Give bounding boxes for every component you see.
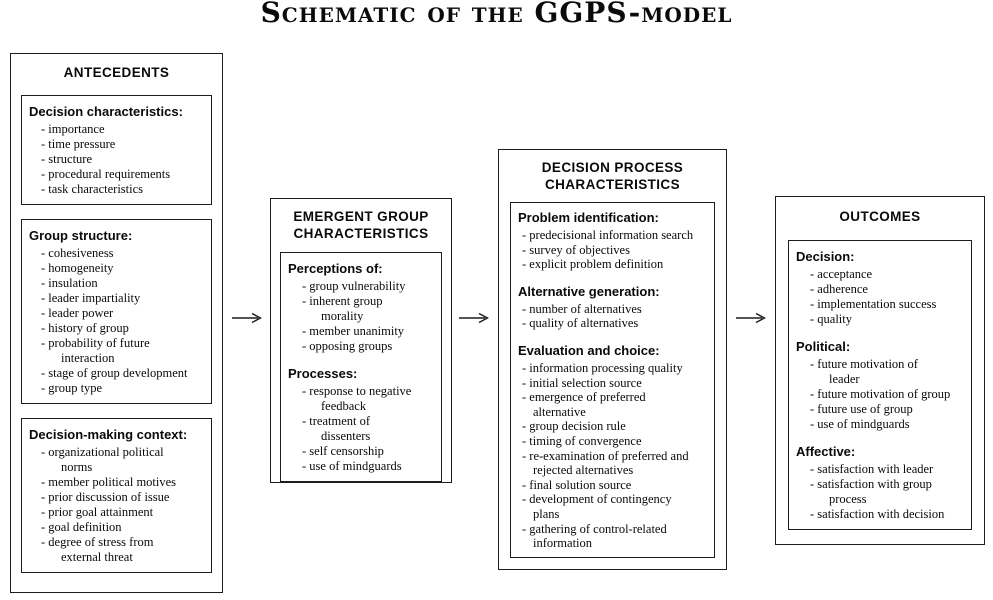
list-item: - quality of alternatives <box>522 316 639 331</box>
list-item: - re-examination of preferred and reject… <box>522 448 689 478</box>
list-item: - task characteristics <box>41 182 144 196</box>
list-item: - stage of group development <box>41 366 188 380</box>
items-list: - satisfaction with leader- satisfaction… <box>794 462 966 522</box>
list-item: - goal definition <box>41 520 122 534</box>
list-item: - importance <box>41 122 105 136</box>
list-item: - gathering of control-related informati… <box>522 521 667 551</box>
list-item: - acceptance <box>810 267 873 281</box>
list-item: - treatment of dissenters <box>302 414 371 443</box>
items-list: - group vulnerability- inherent group mo… <box>286 279 436 354</box>
list-item: - future use of group <box>810 402 913 416</box>
list-item: - adherence <box>810 282 868 296</box>
items-list: - predecisional information search- surv… <box>516 228 709 272</box>
box-title: EMERGENT GROUP CHARACTERISTICS <box>280 208 442 242</box>
items-list: - response to negative feedback- treatme… <box>286 384 436 474</box>
list-item: - survey of objectives <box>522 242 630 257</box>
list-item: - prior discussion of issue <box>41 490 170 504</box>
list-item: - quality <box>810 312 853 326</box>
box-title-line: OUTCOMES <box>839 209 921 224</box>
list-item: - prior goal attainment <box>41 505 154 519</box>
section-heading: Processes: <box>288 366 358 381</box>
diagram-title: Schematic of the GGPS-model <box>260 0 733 29</box>
section-heading: Decision-making context: <box>29 427 188 442</box>
right-arrow-icon <box>459 312 489 324</box>
section-heading: Political: <box>796 339 851 354</box>
list-item: - member political motives <box>41 475 177 489</box>
box-decision-process-characteristics: DECISION PROCESS CHARACTERISTICS Problem … <box>498 149 727 570</box>
section-heading: Evaluation and choice: <box>518 342 660 358</box>
box-title: ANTECEDENTS <box>21 64 212 81</box>
list-item: - future motivation of leader <box>810 357 918 386</box>
list-item: - emergence of preferred alternative <box>522 390 646 419</box>
panel: Perceptions of: - group vulnerability- in… <box>280 252 442 482</box>
section-heading: Affective: <box>796 444 856 459</box>
items-list: - information processing quality- initia… <box>516 361 709 551</box>
box-title-line: DECISION PROCESS <box>541 160 684 175</box>
list-item: - inherent group morality <box>302 294 383 323</box>
list-item: - history of group <box>41 321 129 335</box>
list-item: - number of alternatives <box>522 301 642 316</box>
list-item: - group type <box>41 381 103 395</box>
list-item: - procedural requirements <box>41 167 171 181</box>
list-item: - leader power <box>41 306 114 320</box>
section-heading: Alternative generation: <box>518 283 660 299</box>
panel: Decision: - acceptance- adherence- implem… <box>788 240 972 530</box>
list-item: - structure <box>41 152 93 166</box>
list-item: - implementation success <box>810 297 937 311</box>
list-item: - homogeneity <box>41 261 114 275</box>
section-heading: Group structure: <box>29 228 133 243</box>
list-item: - future motivation of group <box>810 387 951 401</box>
list-item: - group vulnerability <box>302 279 406 293</box>
panel: Decision-making context: - organizational… <box>21 418 212 573</box>
list-item: - degree of stress from external threat <box>41 535 154 564</box>
list-item: - information processing quality <box>522 360 683 375</box>
items-list: - acceptance- adherence- implementation … <box>794 267 966 327</box>
list-item: - satisfaction with decision <box>810 507 945 521</box>
right-arrow-icon <box>232 312 262 324</box>
section-heading: Perceptions of: <box>288 261 383 276</box>
box-outcomes: OUTCOMES Decision: - acceptance- adherenc… <box>775 196 985 545</box>
panel: Decision characteristics:- importance- t… <box>21 95 212 205</box>
list-item: - member unanimity <box>302 324 405 338</box>
section-heading: Decision: <box>796 249 855 264</box>
list-item: - self censorship <box>302 444 384 458</box>
box-title-line: CHARACTERISTICS <box>293 226 429 241</box>
section-heading: Problem identification: <box>518 210 659 225</box>
list-item: - organizational political norms <box>41 445 164 474</box>
list-item: - probability of future interaction <box>41 336 150 365</box>
right-arrow-icon <box>736 312 766 324</box>
section-heading: Decision characteristics: <box>29 104 183 119</box>
items-list: - future motivation of leader- future mo… <box>794 357 966 432</box>
list-item: - insulation <box>41 276 98 290</box>
panel: Group structure: - cohesiveness- homogene… <box>21 219 212 404</box>
list-item: - final solution source <box>522 477 632 492</box>
list-item: - satisfaction with leader <box>810 462 934 476</box>
items-list: - organizational political norms- member… <box>27 445 206 565</box>
items-list: - importance- time pressure- structure- … <box>27 122 206 197</box>
list-item: - group decision rule <box>522 419 626 434</box>
list-item: - time pressure <box>41 137 116 151</box>
items-list: - cohesiveness- homogeneity- insulation-… <box>27 246 206 396</box>
list-item: - development of contingency plans <box>522 492 672 521</box>
panel: Problem identification: - predecisional i… <box>510 202 715 558</box>
list-item: - response to negative feedback <box>302 384 412 413</box>
box-emergent-group-characteristics: EMERGENT GROUP CHARACTERISTICS Perception… <box>270 198 452 483</box>
list-item: - satisfaction with group process <box>810 477 932 506</box>
box-title-line: EMERGENT GROUP <box>293 209 429 224</box>
box-antecedents: ANTECEDENTS Decision characteristics: - i… <box>10 53 223 593</box>
list-item: - initial selection source <box>522 375 642 390</box>
box-title-line: ANTECEDENTS <box>63 65 170 80</box>
list-item: - timing of convergence <box>522 433 642 448</box>
list-item: - opposing groups <box>302 339 393 353</box>
list-item: - explicit problem definition <box>522 257 664 272</box>
list-item: - use of mindguards <box>302 459 402 473</box>
box-title-line: CHARACTERISTICS <box>544 177 680 192</box>
list-item: - leader impartiality <box>41 291 141 305</box>
box-title: OUTCOMES <box>788 208 972 225</box>
items-list: - number of alternatives- quality of alt… <box>516 302 709 331</box>
list-item: - use of mindguards <box>810 417 910 431</box>
box-title: DECISION PROCESS CHARACTERISTICS <box>510 159 715 193</box>
list-item: - cohesiveness <box>41 246 114 260</box>
list-item: - predecisional information search <box>522 228 694 242</box>
